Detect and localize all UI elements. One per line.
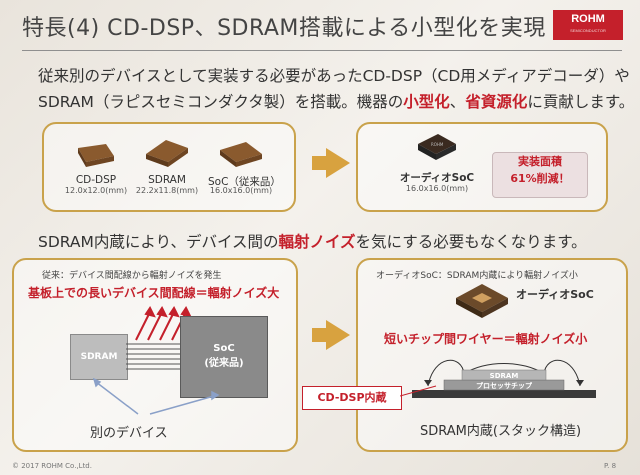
middle-text-a: SDRAM内蔵により、デバイス間の <box>38 233 279 251</box>
chip-size-sdram: 22.2x11.8(mm) <box>135 186 199 195</box>
logo-text: ROHM <box>571 13 605 25</box>
chip-size-cd-dsp: 12.0x12.0(mm) <box>64 186 128 195</box>
stack-sdram-text: SDRAM <box>490 372 519 380</box>
stacked-bottom-caption: SDRAM内蔵(スタック構造) <box>420 424 582 439</box>
audio-soc-chip-icon: ROHM <box>418 134 456 160</box>
arrow-stem-top <box>312 156 326 170</box>
stack-structure-diagram: SDRAM プロセッサチップ <box>412 359 596 398</box>
audio-soc-package-label: オーディオSoC <box>516 288 594 301</box>
chip-name-cd-dsp: CD-DSP <box>75 174 117 186</box>
area-reduction-badge: 実装面積 61%削減！ <box>492 152 588 198</box>
soc-block: SoC (従来品) <box>180 316 268 398</box>
chip-size-soc: 16.0x16.0(mm) <box>209 186 273 195</box>
arrow-right-icon <box>326 148 350 178</box>
conventional-noise-panel: 従来：デバイス間配線から輻射ノイズを発生 基板上での長いデバイス間配線＝輻射ノイ… <box>12 258 298 452</box>
middle-text-c: を気にする必要もなくなります。 <box>355 233 587 251</box>
intro-text-e: に貢献します。 <box>527 93 635 111</box>
logo-subtext: SEMICONDUCTOR <box>570 28 606 33</box>
chip-name-sdram: SDRAM <box>148 174 186 186</box>
rohm-logo: ROHM SEMICONDUCTOR <box>553 10 623 40</box>
soc-chip-icon <box>220 142 262 167</box>
sdram-chip-icon <box>146 140 188 167</box>
stacked-caption: オーディオSoC：SDRAM内蔵により輻射ノイズ小 <box>376 271 578 281</box>
result-line-1: 実装面積 <box>518 155 562 168</box>
intro-highlight-resource-saving: 省資源化 <box>465 93 528 111</box>
audio-soc-label: オーディオSoC <box>399 172 475 184</box>
callout-pointer <box>400 385 437 397</box>
arrow-stem-bottom <box>312 328 326 342</box>
middle-highlight-noise: 輻射ノイズ <box>278 233 356 251</box>
soc-block-label-1: SoC <box>213 343 235 354</box>
result-line-2: 61%削減！ <box>510 172 570 185</box>
interconnect-wires <box>126 343 180 370</box>
chip-name-soc: SoC（従来品） <box>208 176 281 188</box>
conventional-caption: 従来：デバイス間配線から輻射ノイズを発生 <box>42 271 222 281</box>
intro-line-1: 従来別のデバイスとして実装する必要があったCD-DSP（CD用メディアデコーダ）… <box>38 67 630 85</box>
conventional-devices-panel: CD-DSP 12.0x12.0(mm) SDRAM 22.2x11.8(mm)… <box>42 122 296 212</box>
chip-marking-rohm: ROHM <box>431 142 444 147</box>
stacked-soc-panel: オーディオSoC：SDRAM内蔵により輻射ノイズ小 オーディオSoC 短いチップ… <box>356 258 628 452</box>
conventional-headline: 基板上での長いデバイス間配線＝輻射ノイズ大 <box>28 286 280 300</box>
title-divider <box>22 50 622 51</box>
audio-soc-size: 16.0x16.0(mm) <box>405 184 469 193</box>
cd-dsp-chip-icon <box>78 144 114 167</box>
intro-line-2: SDRAM（ラピスセミコンダクタ製）を搭載。機器の小型化、省資源化に貢献します。 <box>38 90 634 112</box>
sdram-block: SDRAM <box>70 334 128 380</box>
device-pointer-lines <box>92 378 220 415</box>
intro-text-a: SDRAM（ラピスセミコンダクタ製）を搭載。機器の <box>38 93 404 111</box>
cd-dsp-builtin-callout: CD-DSP内蔵 <box>302 386 402 410</box>
separate-device-label: 別のデバイス <box>90 426 168 441</box>
stack-processor-text: プロセッサチップ <box>476 381 533 390</box>
stacked-headline: 短いチップ間ワイヤー＝輻射ノイズ小 <box>384 332 588 346</box>
soc-block-label-2: (従来品) <box>204 358 244 369</box>
audio-soc-package-icon <box>456 284 508 318</box>
page-title: 特長(4) CD-DSP、SDRAM搭載による小型化を実現 <box>22 16 546 41</box>
middle-statement: SDRAM内蔵により、デバイス間の輻射ノイズを気にする必要もなくなります。 <box>38 230 587 252</box>
intro-highlight-miniaturization: 小型化 <box>403 93 450 111</box>
arrow-right-icon-bottom <box>326 320 350 350</box>
intro-text-c: 、 <box>449 93 466 111</box>
radiation-arrows-icon <box>135 306 192 341</box>
page-number: P. 8 <box>604 462 617 470</box>
copyright: © 2017 ROHM Co.,Ltd. <box>12 462 92 470</box>
